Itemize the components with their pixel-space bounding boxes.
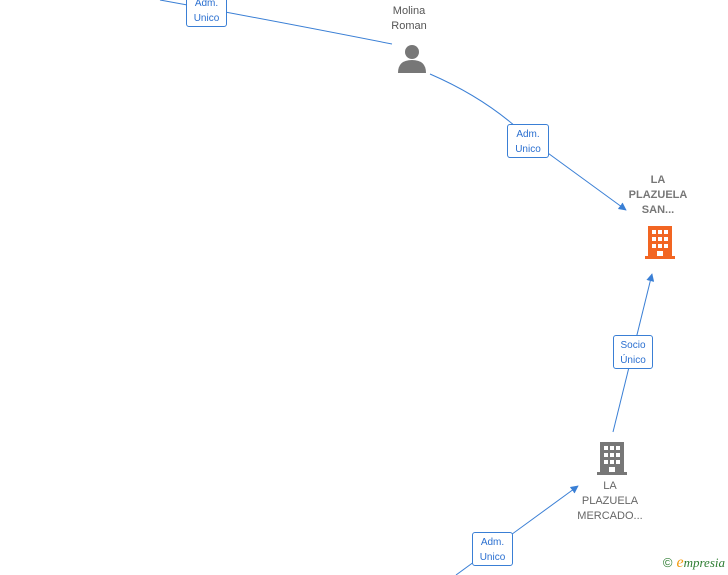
person-node-label[interactable]: Molina Roman	[374, 4, 444, 34]
edge-label-line2: Unico	[193, 13, 220, 24]
company-label[interactable]: LA PLAZUELA MERCADO...	[565, 479, 655, 524]
empresia-logo: ©empresia	[663, 554, 725, 572]
edge-label-line1: Adm.	[480, 537, 505, 548]
focus-company-label[interactable]: LA PLAZUELA SAN...	[618, 173, 698, 218]
edge-label-adm-unico-person: Adm. Unico	[507, 124, 549, 158]
focus-company-line1: LA	[650, 174, 666, 186]
copyright-symbol: ©	[662, 555, 673, 570]
person-name-line1: Molina	[392, 5, 426, 17]
company-line3: MERCADO...	[577, 510, 643, 522]
edge-label-socio-unico: Socio Único	[613, 335, 653, 369]
person-icon[interactable]	[396, 42, 428, 74]
building-icon[interactable]	[644, 224, 676, 260]
focus-company-line2: PLAZUELA	[628, 189, 688, 201]
brand-rest: mpresia	[683, 555, 725, 570]
edge-label-adm-unico-bottom: Adm. Unico	[472, 532, 513, 566]
focus-company-line3: SAN...	[641, 204, 675, 216]
edge-label-line1: Socio	[620, 340, 646, 351]
brand-e: e	[676, 554, 684, 571]
edge-label-line2: Unico	[479, 552, 506, 563]
edge-label-line1: Adm.	[194, 0, 219, 9]
building-icon[interactable]	[596, 440, 628, 476]
company-line2: PLAZUELA	[581, 495, 639, 507]
edge-label-line2: Único	[620, 355, 646, 366]
edge-label-line2: Unico	[515, 144, 541, 155]
edge-label-adm-unico-top: Adm. Unico	[186, 0, 227, 27]
person-name-line2: Roman	[391, 20, 427, 32]
edge-label-line1: Adm.	[516, 129, 540, 140]
company-line1: LA	[603, 480, 617, 492]
